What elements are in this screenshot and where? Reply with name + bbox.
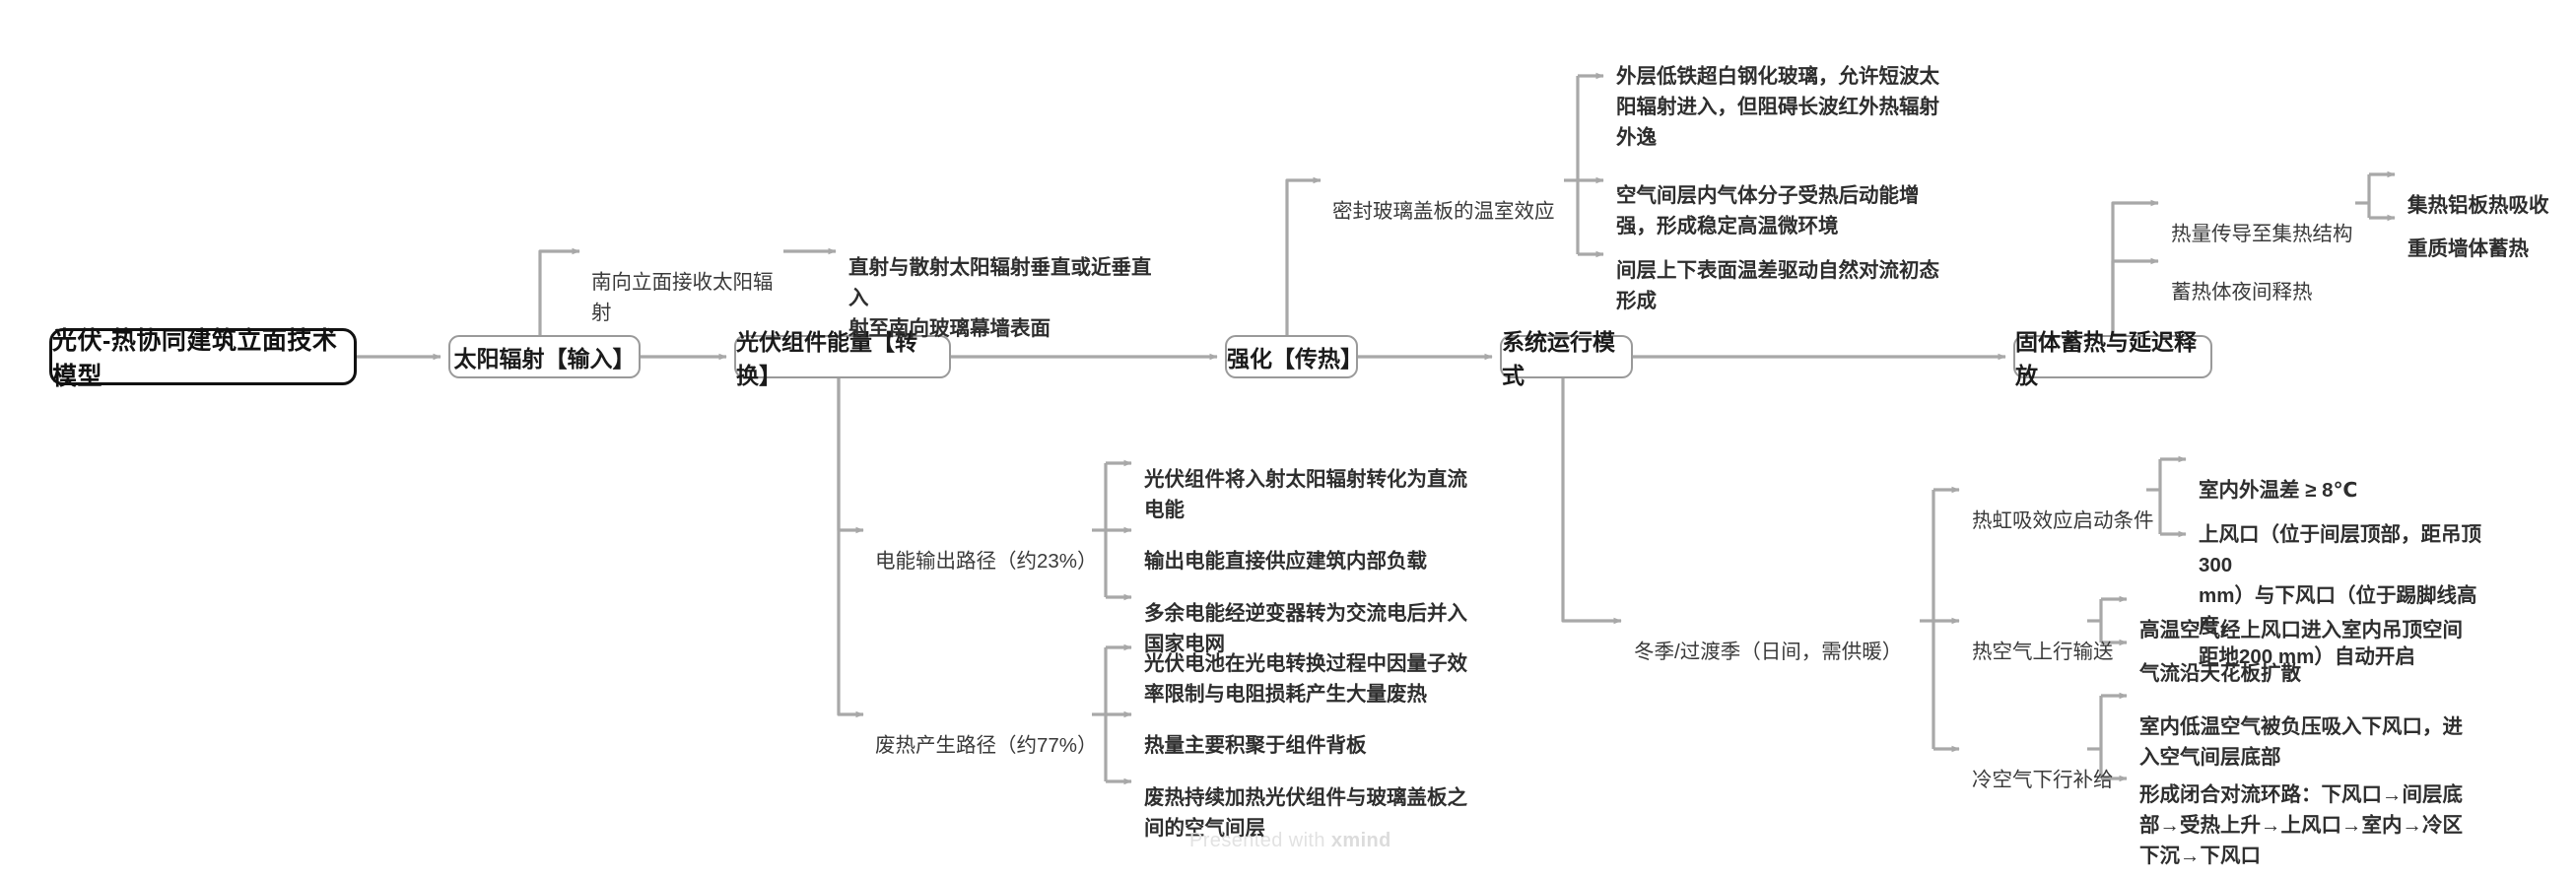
stage-node-operation-mode[interactable]: 系统运行模式: [1500, 329, 1633, 388]
group-thermosiphon-leaf-1[interactable]: 室内外温差 ≥ 8℃: [2199, 444, 2524, 506]
stage-label: 强化【传热】: [1227, 346, 1363, 372]
group-hot-air-leaf-1[interactable]: 高温空气经上风口进入室内吊顶空间: [2139, 584, 2494, 645]
branch-electric-output-mid[interactable]: 电能输出路径（约23%）: [875, 515, 1102, 576]
leaf-text: 间层上下表面温差驱动自然对流初态 形成: [1616, 259, 1939, 312]
leaf-text: 高温空气经上风口进入室内吊顶空间: [2139, 619, 2463, 642]
branch-heat-conduction-title[interactable]: 热量传导至集热结构: [2171, 188, 2368, 249]
leaf-text: 多余电能经逆变器转为交流电后并入 国家电网: [1144, 602, 1467, 655]
watermark-brand: xmind: [1330, 830, 1391, 851]
leaf-text: 上风口（位于间层顶部，距吊顶300 mm）与下风口（位于踢脚线高度， 距地200…: [2199, 523, 2481, 668]
leaf-text: 室内低温空气被负压吸入下风口，进 入空气间层底部: [2139, 715, 2463, 769]
branch-greenhouse-leaf-2[interactable]: 空气间层内气体分子受热后动能增 强，形成稳定高温微环境: [1616, 150, 1941, 241]
branch-heat-conduction-leaf-2[interactable]: 重质墙体蓄热: [2407, 203, 2576, 264]
stage-label: 系统运行模式: [1502, 329, 1615, 388]
group-title-label: 热虹吸效应启动条件: [1972, 509, 2154, 532]
branch-waste-heat-leaf-1[interactable]: 光伏电池在光电转换过程中因量子效 率限制与电阻损耗产生大量废热: [1144, 618, 1469, 710]
branch-solar-mid-label: 南向立面接收太阳辐射: [591, 271, 774, 324]
stage-label: 太阳辐射【输入】: [453, 346, 636, 372]
branch-greenhouse-leaf-1[interactable]: 外层低铁超白钢化玻璃，允许短波太 阳辐射进入，但阻碍长波红外热辐射 外逸: [1616, 31, 1941, 153]
branch-mid-label: 密封玻璃盖板的温室效应: [1332, 200, 1555, 223]
branch-electric-leaf-2[interactable]: 输出电能直接供应建筑内部负载: [1144, 515, 1469, 576]
branch-solar-mid[interactable]: 南向立面接收太阳辐射: [591, 237, 788, 328]
branch-waste-heat-leaf-3[interactable]: 废热持续加热光伏组件与玻璃盖板之 间的空气间层: [1144, 752, 1469, 844]
branch-mid-label: 热量传导至集热结构: [2171, 223, 2353, 245]
group-hot-air-leaf-2[interactable]: 气流沿天花板扩散: [2139, 628, 2494, 689]
stage-node-solar-radiation[interactable]: 太阳辐射【输入】: [448, 335, 641, 378]
leaf-text: 废热持续加热光伏组件与玻璃盖板之 间的空气间层: [1144, 786, 1467, 840]
branch-winter-mode-mid[interactable]: 冬季/过渡季（日间，需供暖）: [1634, 606, 1930, 667]
xmind-watermark: Presented with xmind: [1189, 830, 1391, 852]
branch-greenhouse-leaf-3[interactable]: 间层上下表面温差驱动自然对流初态 形成: [1616, 225, 1941, 316]
branch-waste-heat-leaf-2[interactable]: 热量主要积聚于组件背板: [1144, 700, 1469, 761]
leaf-text: 输出电能直接供应建筑内部负载: [1144, 550, 1427, 573]
leaf-text: 直射与散射太阳辐射垂直或近垂直入 射至南向玻璃幕墙表面: [848, 256, 1152, 340]
leaf-text: 外层低铁超白钢化玻璃，允许短波太 阳辐射进入，但阻碍长波红外热辐射 外逸: [1616, 65, 1939, 149]
branch-mid-label: 电能输出路径（约23%）: [875, 550, 1098, 573]
leaf-text: 空气间层内气体分子受热后动能增 强，形成稳定高温微环境: [1616, 184, 1920, 237]
watermark-prefix: Presented with: [1189, 830, 1331, 851]
branch-solar-leaf-1[interactable]: 直射与散射太阳辐射垂直或近垂直入 射至南向玻璃幕墙表面: [848, 222, 1164, 344]
group-cold-air-title[interactable]: 冷空气下行补给: [1972, 734, 2159, 795]
group-title-label: 冷空气下行补给: [1972, 769, 2114, 791]
stage-label: 光伏组件能量【转换】: [736, 329, 917, 388]
branch-waste-heat-mid[interactable]: 废热产生路径（约77%）: [875, 700, 1102, 761]
root-label: 光伏-热协同建筑立面技术模型: [52, 327, 338, 390]
branch-greenhouse-mid[interactable]: 密封玻璃盖板的温室效应: [1332, 166, 1569, 227]
leaf-text: 形成闭合对流环路：下风口→间层底 部→受热上升→上风口→室内→冷区 下沉→下风口: [2139, 783, 2463, 867]
leaf-text: 光伏电池在光电转换过程中因量子效 率限制与电阻损耗产生大量废热: [1144, 652, 1467, 706]
stage-label: 固体蓄热与延迟释放: [2015, 329, 2197, 388]
leaf-text: 热量主要积聚于组件背板: [1144, 734, 1367, 757]
root-node[interactable]: 光伏-热协同建筑立面技术模型: [49, 327, 357, 390]
leaf-text: 重质墙体蓄热: [2407, 237, 2529, 260]
branch-mid-label: 废热产生路径（约77%）: [875, 734, 1098, 757]
branch-heat-conduction-leaf-1[interactable]: 集热铝板热吸收: [2407, 160, 2576, 221]
leaf-text: 集热铝板热吸收: [2407, 194, 2549, 217]
leaf-text: 光伏组件将入射太阳辐射转化为直流 电能: [1144, 468, 1467, 521]
group-cold-air-leaf-2[interactable]: 形成闭合对流环路：下风口→间层底 部→受热上升→上风口→室内→冷区 下沉→下风口: [2139, 749, 2465, 871]
branch-mid-label: 蓄热体夜间释热: [2171, 281, 2313, 304]
stage-node-heat-transfer[interactable]: 强化【传热】: [1225, 335, 1363, 378]
branch-electric-leaf-3[interactable]: 多余电能经逆变器转为交流电后并入 国家电网: [1144, 568, 1469, 659]
group-thermosiphon-title[interactable]: 热虹吸效应启动条件: [1972, 475, 2159, 536]
branch-electric-leaf-1[interactable]: 光伏组件将入射太阳辐射转化为直流 电能: [1144, 434, 1469, 525]
stage-node-pv-energy[interactable]: 光伏组件能量【转换】: [734, 329, 951, 388]
leaf-text: 室内外温差 ≥ 8℃: [2199, 479, 2358, 502]
group-title-label: 热空气上行输送: [1972, 641, 2114, 663]
group-hot-air-title[interactable]: 热空气上行输送: [1972, 606, 2159, 667]
group-thermosiphon-leaf-2[interactable]: 上风口（位于间层顶部，距吊顶300 mm）与下风口（位于踢脚线高度， 距地200…: [2199, 489, 2514, 672]
group-cold-air-leaf-1[interactable]: 室内低温空气被负压吸入下风口，进 入空气间层底部: [2139, 681, 2465, 773]
branch-mid-label: 冬季/过渡季（日间，需供暖）: [1634, 641, 1903, 663]
branch-night-release-title[interactable]: 蓄热体夜间释热: [2171, 246, 2388, 307]
stage-node-thermal-storage[interactable]: 固体蓄热与延迟释放: [2013, 329, 2212, 388]
leaf-text: 气流沿天花板扩散: [2139, 662, 2301, 685]
